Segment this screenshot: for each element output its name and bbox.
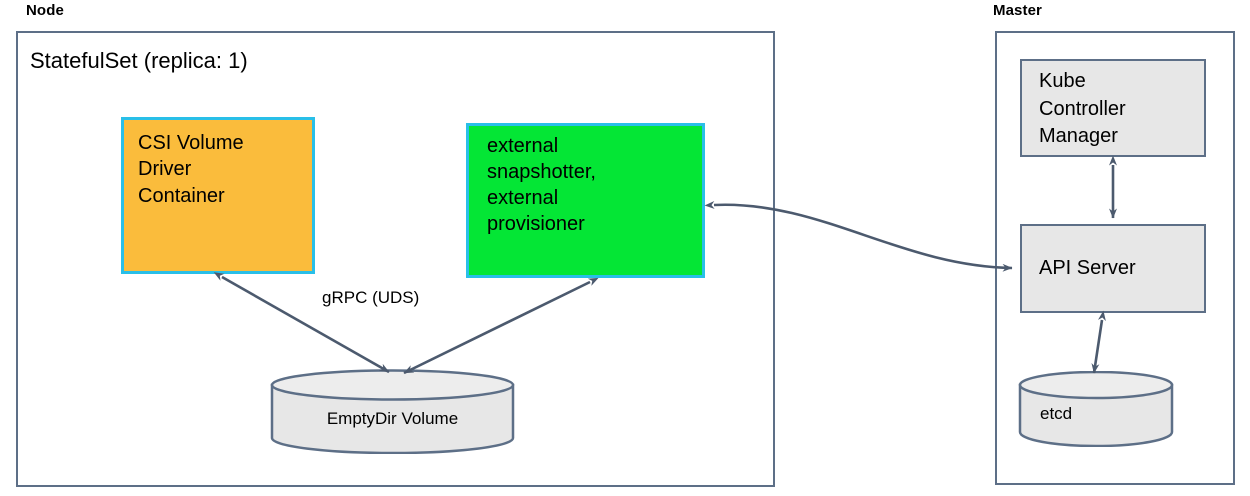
- sidecar-line-1: external: [487, 135, 559, 157]
- sidecar-line-2: snapshotter,: [487, 161, 596, 183]
- kube-controller-manager-box[interactable]: Kube Controller Manager: [1020, 59, 1206, 157]
- kcm-line-1: Kube: [1039, 70, 1086, 92]
- etcd-label: etcd: [1040, 404, 1073, 423]
- cylinder-shape: [270, 369, 515, 454]
- statefulset-title: StatefulSet (replica: 1): [30, 48, 248, 73]
- etcd-cylinder: etcd: [1018, 371, 1174, 447]
- kcm-line-2: Controller: [1039, 97, 1126, 120]
- api-server-label: API Server: [1039, 256, 1136, 279]
- kcm-line-3: Manager: [1039, 125, 1118, 148]
- emptydir-volume-cylinder: EmptyDir Volume: [270, 369, 515, 454]
- master-group-label: Master: [993, 2, 1042, 19]
- csi-volume-driver-container[interactable]: CSI Volume Driver Container: [121, 117, 315, 274]
- csi-line-3: Container: [138, 184, 225, 207]
- csi-line-1: CSI Volume: [138, 132, 244, 154]
- external-sidecar-container[interactable]: external snapshotter, external provision…: [466, 123, 705, 278]
- sidecar-line-4: provisioner: [487, 213, 585, 235]
- grpc-uds-edge-label: gRPC (UDS): [322, 288, 420, 307]
- node-group-label: Node: [26, 2, 64, 19]
- sidecar-line-3: external: [487, 187, 559, 209]
- cylinder-shape: [1018, 371, 1174, 447]
- csi-line-2: Driver: [138, 158, 192, 181]
- api-server-box[interactable]: API Server: [1020, 224, 1206, 313]
- emptydir-volume-label: EmptyDir Volume: [326, 409, 459, 428]
